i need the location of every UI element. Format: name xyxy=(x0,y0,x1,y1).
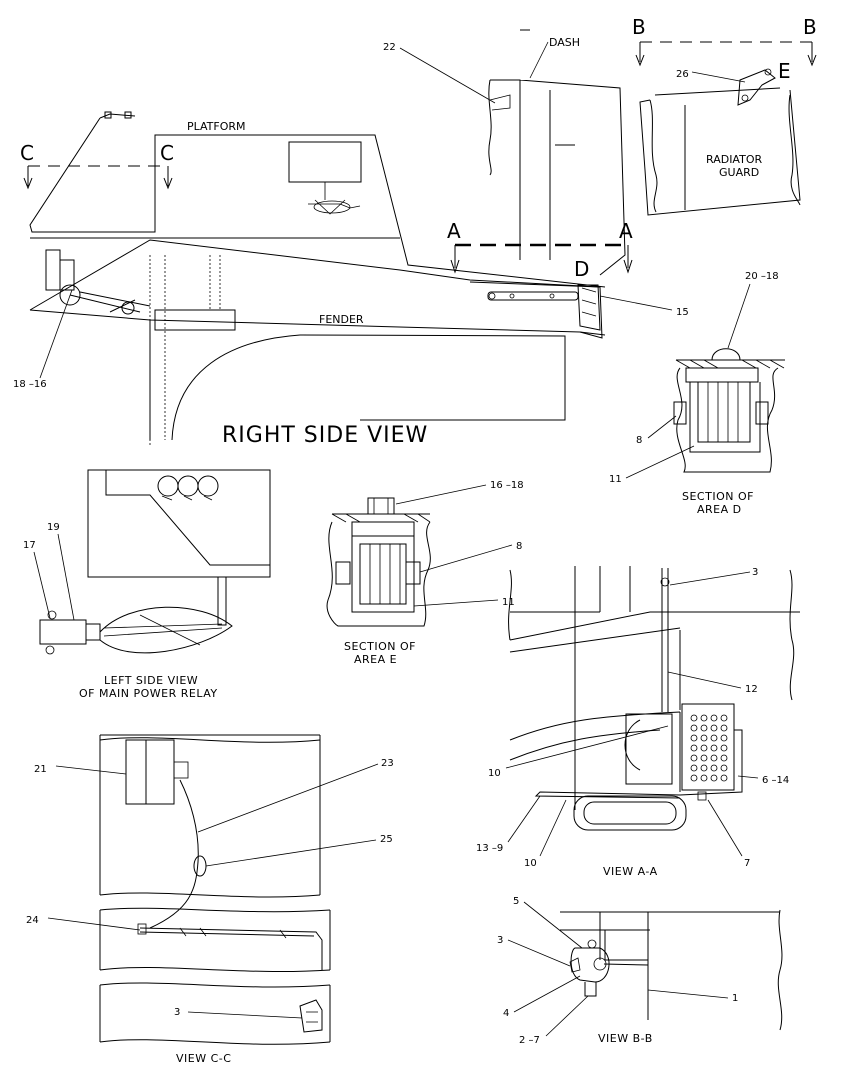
label-radiator: RADIATOR xyxy=(706,153,762,166)
callout-3-a: 3 xyxy=(752,567,758,578)
callout-18-16: 18 –16 xyxy=(13,379,47,390)
cut-marker-c-left: C xyxy=(20,141,34,165)
callout-8-d: 8 xyxy=(636,435,642,446)
callout-20-18: 20 –18 xyxy=(745,271,779,282)
callout-13-9: 13 –9 xyxy=(476,843,503,854)
label-view-bb: VIEW B-B xyxy=(598,1032,653,1045)
connector-grid xyxy=(690,714,728,782)
left-side-relay xyxy=(39,469,271,655)
callout-15: 15 xyxy=(676,307,689,318)
view-b-b xyxy=(560,909,783,1031)
callout-24: 24 xyxy=(26,915,39,926)
cut-marker-c-right: C xyxy=(160,141,174,165)
label-platform: PLATFORM xyxy=(187,120,246,133)
cut-marker-a-left: A xyxy=(447,219,461,243)
callout-21: 21 xyxy=(34,764,47,775)
callout-3-c: 3 xyxy=(174,1007,180,1018)
cut-marker-e: E xyxy=(778,59,791,83)
section-area-d xyxy=(673,348,785,473)
callout-12: 12 xyxy=(745,684,758,695)
view-c-c xyxy=(99,734,331,1045)
callout-10-b: 10 xyxy=(524,858,537,869)
view-a-a xyxy=(508,566,800,831)
cut-lines xyxy=(23,41,817,274)
label-view-cc: VIEW C-C xyxy=(176,1052,231,1065)
label-guard: GUARD xyxy=(719,166,759,179)
callout-17: 17 xyxy=(23,540,36,551)
right-side-view xyxy=(29,29,801,445)
callout-5: 5 xyxy=(513,896,519,907)
callout-1: 1 xyxy=(732,993,738,1004)
section-area-e xyxy=(326,497,431,627)
callout-26: 26 xyxy=(676,69,689,80)
callout-4: 4 xyxy=(503,1008,509,1019)
cut-marker-a-right: A xyxy=(619,219,633,243)
label-section-d-2: AREA D xyxy=(697,503,742,516)
cut-marker-d: D xyxy=(574,257,589,281)
label-dash: DASH xyxy=(549,36,580,49)
callout-16-18: 16 –18 xyxy=(490,480,524,491)
label-left-side-1: LEFT SIDE VIEW xyxy=(104,674,198,687)
callout-23: 23 xyxy=(381,758,394,769)
callout-6-14: 6 –14 xyxy=(762,775,789,786)
callout-2-7: 2 –7 xyxy=(519,1035,540,1046)
callout-7: 7 xyxy=(744,858,750,869)
label-left-side-2: OF MAIN POWER RELAY xyxy=(79,687,218,700)
callout-11-d: 11 xyxy=(609,474,622,485)
label-right-side-view: RIGHT SIDE VIEW xyxy=(222,423,428,448)
callout-10-a: 10 xyxy=(488,768,501,779)
callout-25: 25 xyxy=(380,834,393,845)
label-section-e-1: SECTION OF xyxy=(344,640,416,653)
callout-22: 22 xyxy=(383,42,396,53)
callout-3-b: 3 xyxy=(497,935,503,946)
label-section-d-1: SECTION OF xyxy=(682,490,754,503)
label-fender: FENDER xyxy=(319,313,364,326)
cut-marker-b-right: B xyxy=(803,15,817,39)
callout-8-e: 8 xyxy=(516,541,522,552)
label-view-aa: VIEW A-A xyxy=(603,865,658,878)
callout-11-e: 11 xyxy=(502,597,515,608)
label-section-e-2: AREA E xyxy=(354,653,397,666)
cut-marker-b-left: B xyxy=(632,15,646,39)
callout-19: 19 xyxy=(47,522,60,533)
